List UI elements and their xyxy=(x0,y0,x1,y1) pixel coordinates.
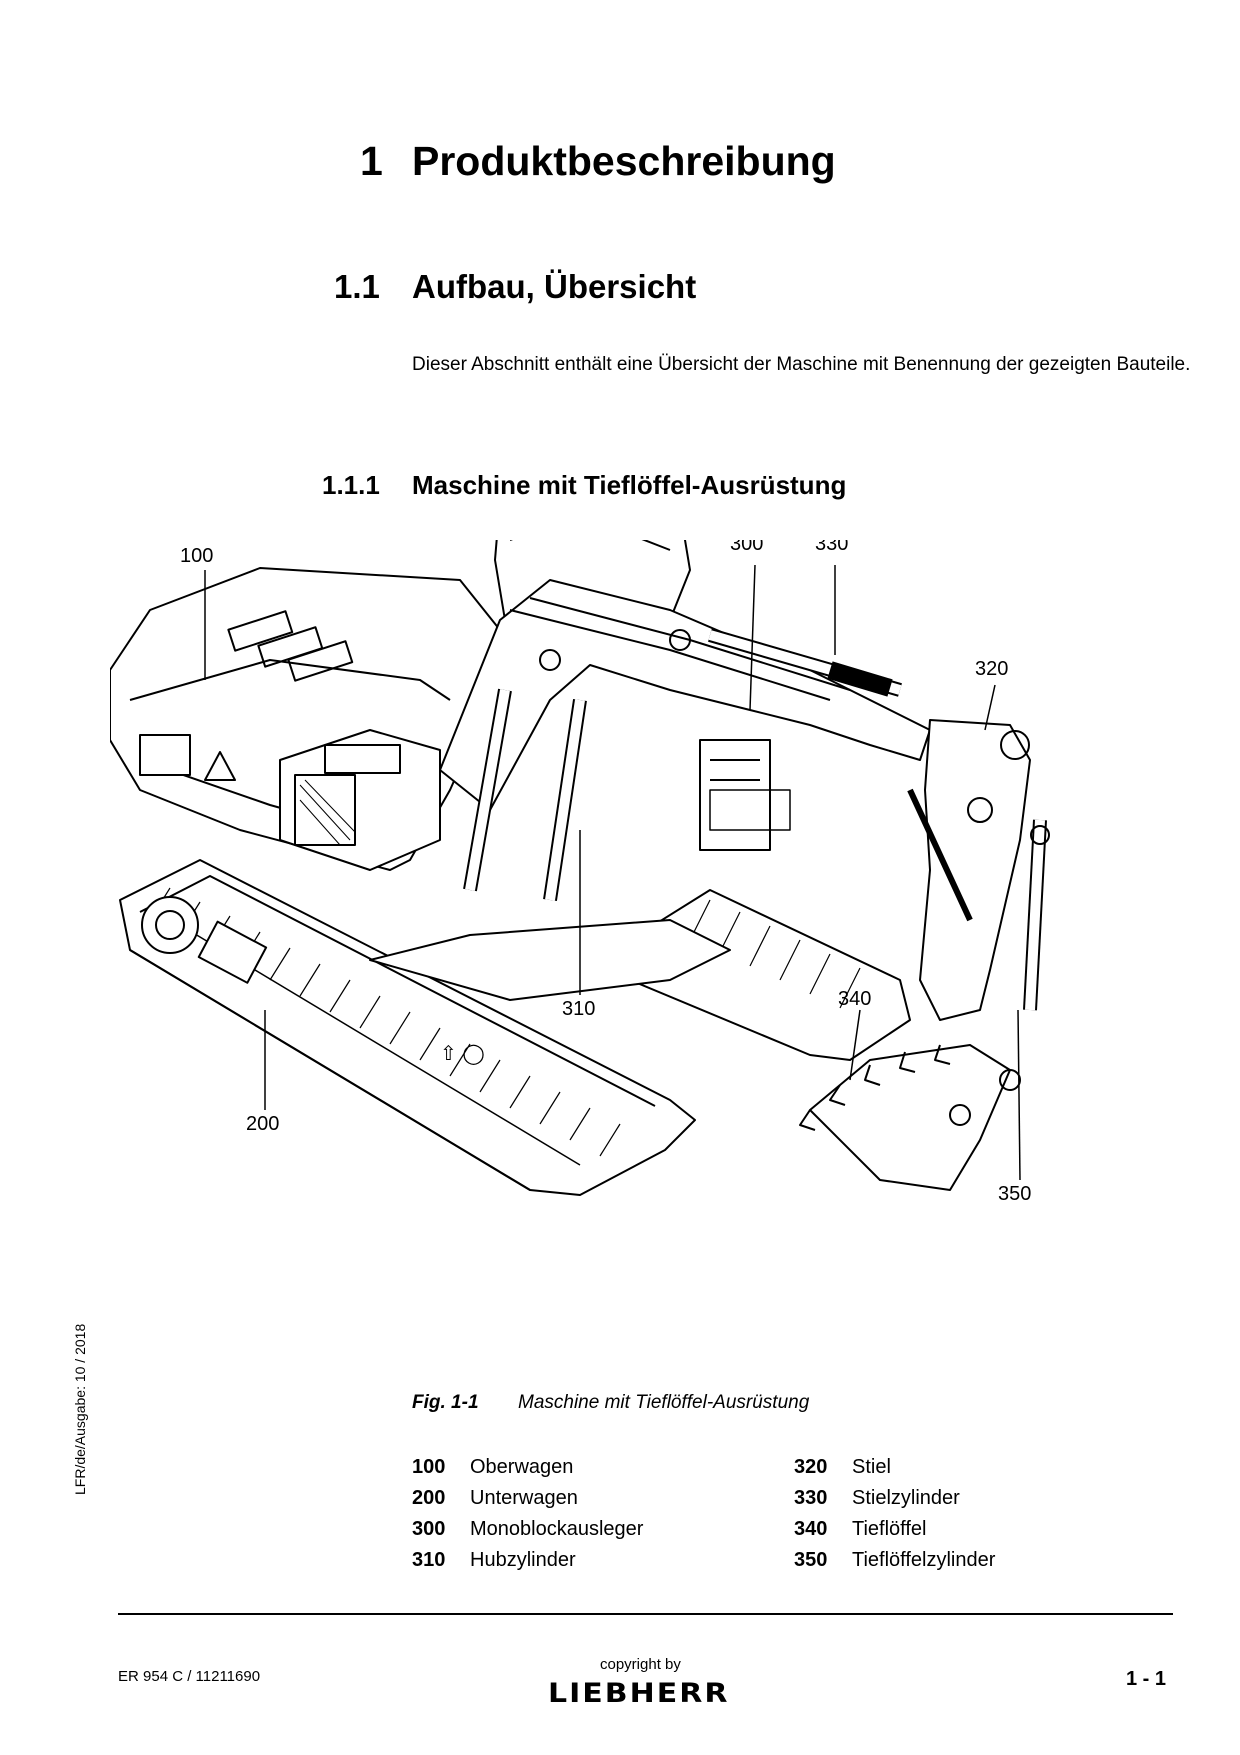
section-title: Aufbau, Übersicht xyxy=(412,268,697,305)
subsection-title: Maschine mit Tieflöffel-Ausrüstung xyxy=(412,470,847,500)
bucket xyxy=(799,1044,1021,1191)
legend-item: 350 Tieflöffelzylinder xyxy=(794,1545,995,1576)
excavator-figure: ⇧ ◯ xyxy=(109,469,1180,1350)
legend-code: 330 xyxy=(794,1487,828,1509)
legend-item: 310 Hubzylinder xyxy=(412,1545,643,1576)
legend-code: 100 xyxy=(412,1456,446,1478)
figure-caption: Fig. 1-1 Maschine mit Tieflöffel-Ausrüstu… xyxy=(412,1392,809,1414)
hoist-cylinders xyxy=(463,688,587,902)
callout-320: 320 xyxy=(975,658,1008,680)
chapter-heading: 1 Produktbeschreibung xyxy=(360,138,836,185)
legend-code: 200 xyxy=(412,1487,446,1509)
legend-item: 100 Oberwagen xyxy=(412,1452,643,1483)
legend-label: Tieflöffel xyxy=(852,1518,927,1540)
legend-code: 300 xyxy=(412,1518,446,1540)
chapter-number: 1 xyxy=(360,138,383,184)
legend-label: Oberwagen xyxy=(470,1456,574,1478)
document-id: ER 954 C / 11211690 xyxy=(118,1668,261,1685)
legend-code: 310 xyxy=(412,1549,446,1571)
edition-note: LFR/de/Ausgabe: 10 / 2018 xyxy=(72,1323,88,1495)
front-track: ⇧ ◯ xyxy=(119,859,696,1196)
callout-340: 340 xyxy=(838,988,871,1010)
callout-100: 100 xyxy=(180,545,213,567)
section-number: 1.1 xyxy=(334,268,380,305)
legend-item: 340 Tieflöffel xyxy=(794,1514,995,1545)
legend-item: 300 Monoblockausleger xyxy=(412,1514,643,1545)
subsection-heading: 1.1.1 Maschine mit Tieflöffel-Ausrüstung xyxy=(322,470,846,501)
legend-item: 330 Stielzylinder xyxy=(794,1483,995,1514)
legend-code: 340 xyxy=(794,1518,828,1540)
callout-330: 330 xyxy=(815,540,848,555)
callout-300: 300 xyxy=(730,540,763,555)
subsection-number: 1.1.1 xyxy=(322,470,380,500)
chapter-title: Produktbeschreibung xyxy=(412,138,836,184)
callout-200: 200 xyxy=(246,1113,279,1135)
legend-column-left: 100 Oberwagen 200 Unterwagen 300 Monoblocka… xyxy=(412,1452,643,1576)
legend-label: Hubzylinder xyxy=(470,1549,576,1571)
rear-track xyxy=(629,889,911,1061)
copyright-text: copyright by xyxy=(600,1656,681,1673)
excavator-drawing: ⇧ ◯ xyxy=(109,469,1050,1205)
svg-text:⇧ ◯: ⇧ ◯ xyxy=(440,1043,485,1065)
legend-item: 320 Stiel xyxy=(794,1452,995,1483)
legend-label: Tieflöffelzylinder xyxy=(852,1549,996,1571)
footer-rule xyxy=(118,1613,1173,1615)
callout-350: 350 xyxy=(998,1183,1031,1205)
page-number: 1 - 1 xyxy=(1126,1668,1167,1690)
legend-code: 350 xyxy=(794,1549,828,1571)
boom xyxy=(439,579,931,811)
intro-paragraph: Dieser Abschnitt enthält eine Übersicht … xyxy=(412,354,1191,375)
legend-label: Stiel xyxy=(852,1456,891,1478)
legend-label: Stielzylinder xyxy=(852,1487,960,1509)
figure-caption-text: Maschine mit Tieflöffel-Ausrüstung xyxy=(518,1392,810,1413)
legend-item: 200 Unterwagen xyxy=(412,1483,643,1514)
legend-label: Monoblockausleger xyxy=(470,1518,644,1540)
figure-label: Fig. 1-1 xyxy=(412,1392,479,1413)
section-heading: 1.1 Aufbau, Übersicht xyxy=(334,268,696,306)
stick-cylinder xyxy=(708,628,902,697)
stick xyxy=(907,719,1031,1021)
callout-310: 310 xyxy=(562,998,595,1020)
legend-code: 320 xyxy=(794,1456,828,1478)
bucket-cylinder xyxy=(1023,819,1050,1011)
upper-carriage xyxy=(109,567,501,871)
legend-label: Unterwagen xyxy=(470,1487,578,1509)
liebherr-logo: LIEBHERR xyxy=(548,1677,730,1710)
